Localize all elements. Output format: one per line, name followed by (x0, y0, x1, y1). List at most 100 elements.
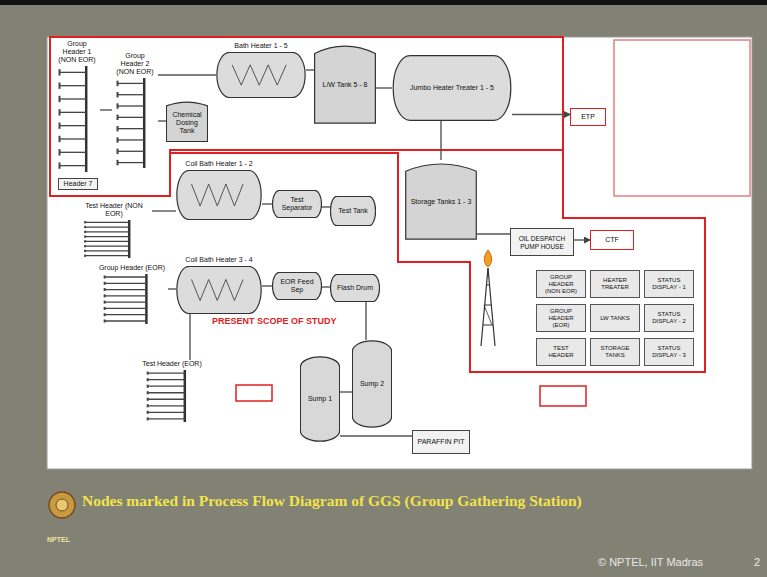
feed-separator: EOR Feed Sep (272, 272, 322, 300)
valve-mark (104, 276, 106, 279)
logo-hub (56, 499, 68, 511)
valve-mark (84, 235, 86, 237)
valve-mark (104, 313, 106, 316)
label-group: CTF (591, 236, 633, 244)
label-group: LW TANKS (591, 315, 639, 322)
copyright-note: © NPTEL, IIT Madras (598, 556, 703, 568)
flare-brace (486, 285, 490, 286)
valve-mark (59, 69, 61, 75)
empty-panel (614, 40, 750, 196)
valve-mark (117, 160, 119, 165)
flare-stack (481, 250, 495, 346)
valve-mark (59, 96, 61, 102)
valve-mark (147, 417, 149, 420)
coil-bath-heater: Coil Bath Heater 3 - 4 (176, 256, 262, 314)
valve-mark (59, 109, 61, 115)
valve-mark (117, 115, 119, 120)
ctf-box: CTF (590, 230, 634, 250)
tank-body (166, 102, 207, 141)
vessel-outline (216, 52, 306, 98)
node-label: PARAFFIN PIT (417, 438, 465, 446)
flare-brace (484, 305, 492, 325)
manifold-stub (105, 320, 147, 321)
valve-mark (147, 385, 149, 388)
manifold-symbol (96, 274, 168, 324)
node-label: CTF (595, 236, 629, 244)
manifold-stub (60, 72, 87, 73)
manifold-stub (148, 418, 185, 419)
nav-button: GROUP HEADER (EOR) (536, 304, 586, 332)
node-label: Jumbo Heater Treater 1 - 5 (396, 84, 508, 92)
manifold-symbol (54, 66, 100, 172)
manifold-stub (85, 255, 129, 256)
nav-button: GROUP HEADER (NON EOR) (536, 270, 586, 298)
drum-body (273, 190, 322, 217)
label-group: Chemical Dosing Tank (166, 107, 208, 135)
node-label: Test Tank (334, 207, 372, 215)
pipe-connector (365, 302, 366, 340)
node-label: Flash Drum (334, 284, 376, 292)
label-group: PARAFFIN PIT (413, 438, 469, 446)
label-group: Group Header 2 (NON EOR) (112, 52, 158, 76)
node-label: Chemical Dosing Tank (170, 111, 204, 135)
vessel-body (300, 357, 339, 441)
valve-mark (104, 282, 106, 285)
valve-mark (117, 103, 119, 108)
dosing-tank: Chemical Dosing Tank (166, 100, 208, 142)
tank-body (315, 46, 376, 123)
manifold-stub (105, 295, 147, 296)
manifold-stub (118, 83, 145, 84)
valve-mark (117, 81, 119, 86)
nav-button: STATUS DISPLAY - 3 (644, 338, 694, 366)
pipe-connector (322, 206, 330, 207)
node-label: Sump 1 (304, 395, 336, 403)
manifold-stub (60, 85, 87, 86)
page-number: 2 (754, 556, 760, 568)
heater-coil (191, 184, 243, 206)
valve-mark (117, 126, 119, 131)
valve-mark (84, 221, 86, 223)
manifold-stub (148, 399, 185, 400)
node-label: Test Header (NON EOR) (77, 202, 151, 218)
coil-bath-heater: Coil Bath Heater 1 - 2 (176, 160, 262, 220)
paraffin-pit: PARAFFIN PIT (412, 430, 470, 454)
pipe-connector (340, 391, 352, 392)
label-group: Jumbo Heater Treater 1 - 5 (392, 84, 512, 92)
diagram-panel (47, 37, 752, 469)
top-bar (0, 0, 767, 5)
pipe-connector (440, 121, 441, 160)
test-tank: Test Tank (330, 196, 376, 226)
valve-mark (59, 162, 61, 168)
region-label: PRESENT SCOPE OF STUDY (212, 316, 337, 326)
manifold-stub (85, 226, 129, 227)
label-group: STATUS DISPLAY - 1 (645, 277, 693, 291)
node-label: OIL DESPATCH PUMP HOUSE (515, 235, 569, 250)
drum-body (330, 196, 375, 225)
label-group: OIL DESPATCH PUMP HOUSE (511, 235, 573, 250)
label-group: Flash Drum (330, 284, 380, 292)
manifold-stub (60, 112, 87, 113)
valve-mark (147, 411, 149, 414)
valve-mark (59, 122, 61, 128)
header-manifold: Test Header (NON EOR) (76, 202, 152, 258)
heater-coil (232, 65, 286, 85)
pipe-connector (189, 314, 190, 360)
label-group: STATUS DISPLAY - 2 (645, 311, 693, 325)
node-label: Test Header (EOR) (141, 360, 203, 368)
nav-button: HEATER TREATER (590, 270, 640, 298)
label-group: Group Header (EOR) (96, 264, 168, 272)
nav-button: STORAGE TANKS (590, 338, 640, 366)
nav-button: TEST HEADER (536, 338, 586, 366)
valve-mark (104, 294, 106, 297)
valve-mark (104, 320, 106, 323)
valve-mark (117, 92, 119, 97)
flare-brace (484, 305, 492, 306)
label-group: Bath Heater 1 - 5 (216, 42, 306, 50)
flare-flame (484, 250, 492, 267)
manifold-symbol (112, 78, 158, 168)
manifold-stub (118, 151, 145, 152)
pipe-connector (376, 87, 392, 88)
pipe-connector (262, 285, 272, 286)
storage-tank: Storage Tanks 1 - 3 (405, 160, 477, 240)
